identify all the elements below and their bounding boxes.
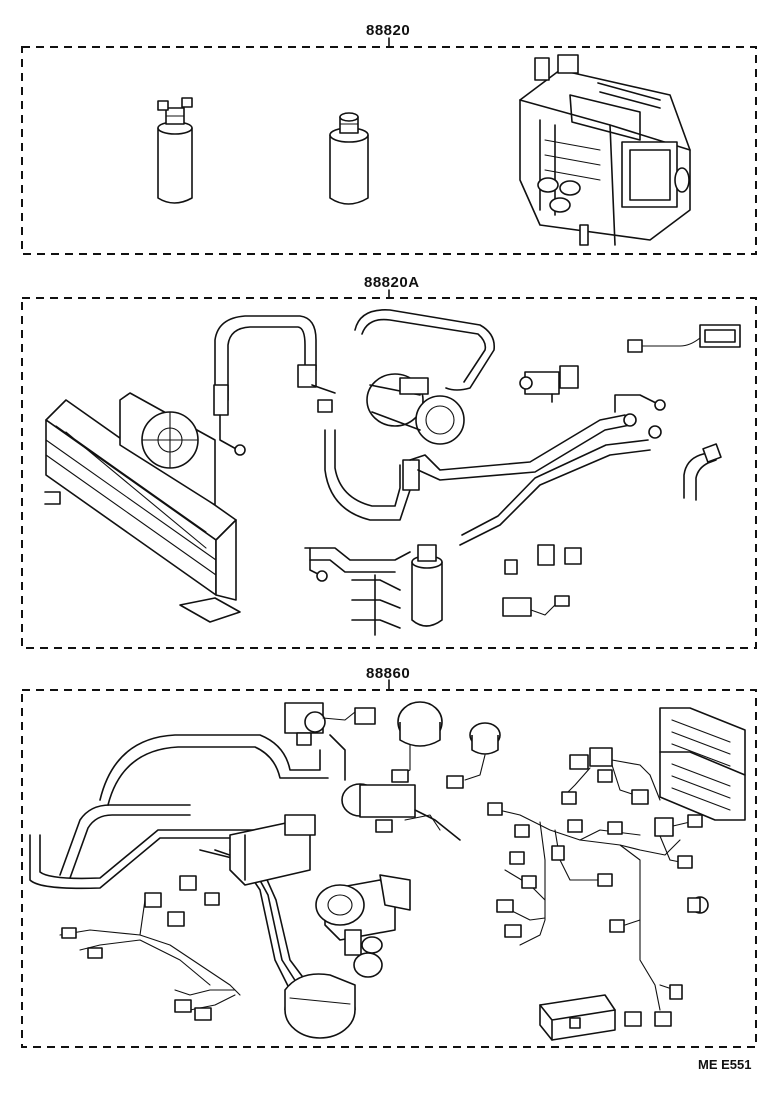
drain-hose-part	[683, 443, 722, 501]
compressor-part	[354, 309, 496, 445]
vacuum-switching-valve-part	[284, 702, 376, 746]
group-label-88860: 88860	[366, 665, 411, 682]
group-box-88820	[21, 37, 757, 255]
cooling-unit-housing-part	[519, 54, 691, 246]
idle-up-actuator-part	[229, 814, 411, 978]
sub-wire-harness-part	[59, 875, 241, 1021]
filter-cartridge-part	[329, 112, 369, 205]
group-box-88860	[21, 679, 757, 1048]
main-wire-harness-part	[487, 802, 683, 1027]
receiver-assembly-part	[351, 544, 443, 636]
wire-connector-part	[627, 324, 741, 353]
group-box-88820a	[21, 289, 757, 649]
pressure-switch-part	[502, 544, 582, 617]
vsv-bracket-part	[284, 973, 356, 1039]
relay-part	[539, 994, 616, 1041]
heat-insulator-part	[659, 707, 746, 821]
condenser-part	[44, 392, 241, 623]
figure-code: ME E551	[698, 1057, 752, 1072]
thermistor-part	[654, 814, 709, 914]
liquid-tube-part	[304, 547, 411, 582]
expansion-valve-part	[519, 365, 579, 403]
hose-pipe-part	[213, 315, 336, 456]
receiver-drier-part	[157, 97, 193, 204]
actuator-part	[329, 734, 461, 841]
group-label-88820a: 88820A	[364, 274, 420, 291]
amplifier-switch-part	[561, 747, 661, 805]
magnetic-valve-part	[391, 701, 501, 789]
group-label-88820: 88820	[366, 22, 411, 39]
suction-discharge-hose-part	[324, 394, 666, 546]
